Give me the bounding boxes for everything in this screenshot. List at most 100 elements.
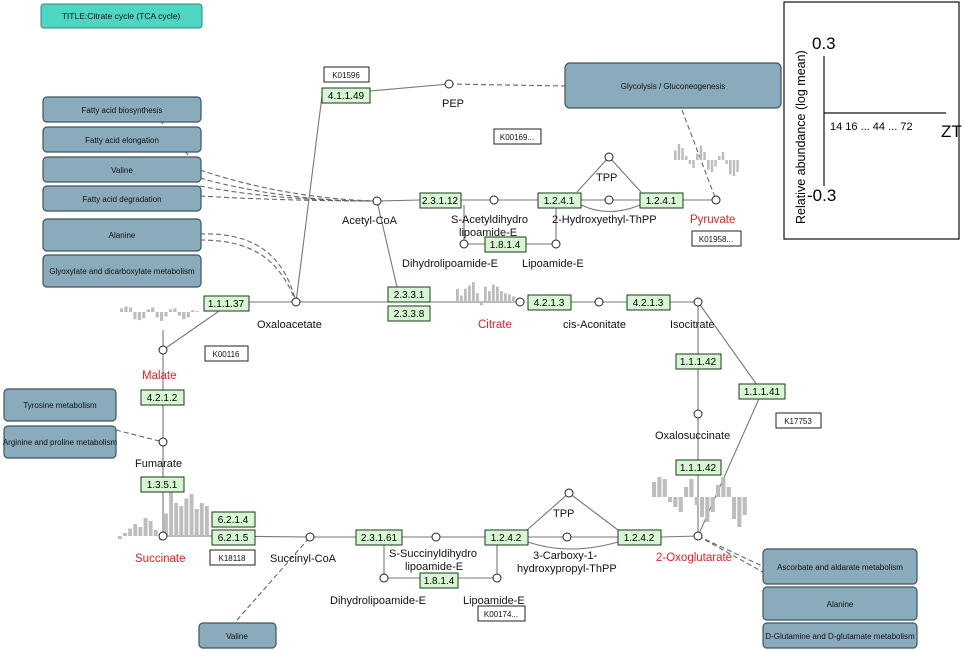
abundance-chart-oxoglutarate bbox=[652, 477, 747, 527]
ortholog-k00174[interactable]: K00174... bbox=[477, 605, 526, 622]
enzyme-1-1-1-42-a[interactable]: 1.1.1.42 bbox=[675, 353, 722, 370]
compound-node-pep[interactable] bbox=[444, 79, 454, 89]
ortholog-label: K00169... bbox=[500, 133, 534, 142]
enzyme-label: 1.2.4.2 bbox=[624, 533, 655, 544]
pathway-glycolysis[interactable]: Glycolysis / Gluconeogenesis bbox=[564, 62, 782, 109]
compound-node-succinyl-coa[interactable] bbox=[305, 532, 315, 542]
ortholog-k00169[interactable]: K00169... bbox=[493, 128, 542, 145]
enzyme-2-3-1-61[interactable]: 2.3.1.61 bbox=[355, 529, 403, 546]
compound-node-s-acetyl[interactable] bbox=[489, 195, 499, 205]
abundance-bar bbox=[492, 284, 495, 302]
enzyme-4-2-1-3-b[interactable]: 4.2.1.3 bbox=[626, 294, 671, 311]
compound-node-oxoglutarate[interactable] bbox=[693, 531, 703, 541]
compound-node-citrate[interactable] bbox=[515, 297, 525, 307]
enzyme-4-1-1-49[interactable]: 4.1.1.49 bbox=[321, 87, 371, 104]
abundance-bar bbox=[736, 160, 739, 172]
ortholog-k01596[interactable]: K01596 bbox=[323, 66, 370, 83]
abundance-bar bbox=[512, 296, 515, 302]
enzyme-1-1-1-37[interactable]: 1.1.1.37 bbox=[203, 295, 250, 312]
compound-node-pyruvate[interactable] bbox=[711, 195, 721, 205]
compound-node-lipo-bottom[interactable] bbox=[492, 573, 502, 583]
enzyme-1-3-5-1[interactable]: 1.3.5.1 bbox=[140, 476, 185, 493]
enzyme-label: 1.8.1.4 bbox=[424, 576, 455, 587]
enzyme-label: 6.2.1.5 bbox=[218, 533, 249, 544]
enzyme-6-2-1-4[interactable]: 6.2.1.4 bbox=[211, 511, 256, 528]
ortholog-label: K01958... bbox=[699, 235, 733, 244]
abundance-bar bbox=[721, 152, 725, 160]
abundance-bar bbox=[668, 497, 673, 502]
compound-node-tpp-bottom[interactable] bbox=[564, 488, 574, 498]
enzyme-1-8-1-4-top[interactable]: 1.8.1.4 bbox=[484, 236, 527, 253]
compound-node-carboxy[interactable] bbox=[562, 532, 572, 542]
abundance-bar bbox=[124, 306, 128, 312]
abundance-bar bbox=[692, 160, 695, 168]
legend-x-ticks: 14 16 ... 44 ... 72 bbox=[830, 121, 913, 133]
pathway-label: Arginine and proline metabolism bbox=[3, 438, 118, 447]
pathway-tyrosine[interactable]: Tyrosine metabolism bbox=[3, 388, 117, 422]
pathway-fatty-acid-degradation[interactable]: Fatty acid degradation bbox=[42, 185, 202, 212]
pathway-glutamine[interactable]: D-Glutamine and D-glutamate metabolism bbox=[762, 622, 918, 649]
pathway-arginine[interactable]: Arginine and proline metabolism bbox=[3, 425, 118, 459]
enzyme-label: 1.2.4.2 bbox=[491, 533, 522, 544]
pathway-valine-bottom[interactable]: Valine bbox=[198, 622, 277, 649]
enzyme-1-1-1-41[interactable]: 1.1.1.41 bbox=[738, 383, 786, 400]
legend: Relative abundance (log mean) 0.3 -0.3 1… bbox=[783, 1, 962, 240]
enzyme-2-3-3-1[interactable]: 2.3.3.1 bbox=[387, 286, 431, 303]
compound-node-fumarate[interactable] bbox=[158, 437, 168, 447]
compound-node-malate[interactable] bbox=[158, 345, 168, 355]
compound-label-fumarate: Fumarate bbox=[135, 458, 182, 470]
compound-node-lipo-top[interactable] bbox=[551, 239, 561, 249]
enzyme-4-2-1-2[interactable]: 4.2.1.2 bbox=[140, 389, 185, 406]
compound-node-dihydro-bottom[interactable] bbox=[379, 573, 389, 583]
compound-node-hydroxyethyl[interactable] bbox=[604, 195, 614, 205]
abundance-bar bbox=[662, 479, 667, 497]
compound-node-dihydro-top[interactable] bbox=[459, 239, 469, 249]
compound-node-succinate[interactable] bbox=[158, 531, 168, 541]
compound-node-s-succinyl[interactable] bbox=[431, 532, 441, 542]
pathway-alanine-top[interactable]: Alanine bbox=[42, 218, 202, 252]
enzyme-4-2-1-3-a[interactable]: 4.2.1.3 bbox=[527, 294, 572, 311]
compound-node-tpp-top[interactable] bbox=[604, 152, 614, 162]
abundance-bar bbox=[164, 513, 168, 536]
enzyme-1-2-4-1-b[interactable]: 1.2.4.1 bbox=[639, 192, 684, 209]
enzyme-1-2-4-1-a[interactable]: 1.2.4.1 bbox=[537, 192, 582, 209]
pathway-fatty-acid-elongation[interactable]: Fatty acid elongation bbox=[42, 126, 202, 153]
compound-label-cis-aconitate: cis-Aconitate bbox=[563, 319, 626, 331]
enzyme-1-2-4-2-b[interactable]: 1.2.4.2 bbox=[617, 529, 662, 546]
ortholog-k00116[interactable]: K00116 bbox=[204, 345, 249, 362]
ortholog-k18118[interactable]: K18118 bbox=[209, 549, 256, 566]
ortholog-k17753[interactable]: K17753 bbox=[775, 412, 822, 429]
enzyme-1-1-1-42-b[interactable]: 1.1.1.42 bbox=[675, 459, 722, 476]
abundance-bar bbox=[729, 160, 732, 175]
enzyme-2-3-1-12[interactable]: 2.3.1.12 bbox=[419, 192, 462, 209]
enzyme-1-8-1-4-bottom[interactable]: 1.8.1.4 bbox=[419, 572, 459, 589]
abundance-bar bbox=[721, 477, 726, 497]
abundance-bar bbox=[472, 282, 475, 302]
pathway-alanine-bottom[interactable]: Alanine bbox=[762, 586, 918, 621]
pathway-fatty-acid-biosynthesis[interactable]: Fatty acid biosynthesis bbox=[42, 96, 202, 123]
pathway-label: Fatty acid degradation bbox=[82, 195, 161, 204]
abundance-bar bbox=[677, 144, 681, 160]
pathway-label: Ascorbate and aldarate metabolism bbox=[777, 563, 903, 572]
enzyme-1-2-4-2-a[interactable]: 1.2.4.2 bbox=[484, 529, 529, 546]
enzyme-6-2-1-5[interactable]: 6.2.1.5 bbox=[211, 529, 256, 546]
compound-node-cis-aconitate[interactable] bbox=[594, 297, 604, 307]
enzyme-label: 4.2.1.3 bbox=[633, 298, 664, 309]
abundance-bar bbox=[179, 506, 184, 536]
compound-node-acetyl-coa[interactable] bbox=[372, 196, 382, 206]
compound-label-s-succinyl-2: lipoamide-E bbox=[405, 561, 463, 573]
pathway-valine-top[interactable]: Valine bbox=[42, 156, 202, 183]
abundance-bar bbox=[173, 308, 177, 312]
enzyme-boxes: 4.1.1.49 2.3.1.12 1.2.4.1 1.2.4.1 1.8.1.… bbox=[140, 87, 786, 589]
enzyme-2-3-3-8[interactable]: 2.3.3.8 bbox=[387, 305, 431, 322]
compound-label-citrate: Citrate bbox=[478, 319, 512, 331]
abundance-bar bbox=[488, 291, 491, 302]
pathway-ascorbate[interactable]: Ascorbate and aldarate metabolism bbox=[762, 548, 918, 585]
abundance-bar bbox=[710, 497, 715, 512]
ortholog-k01958[interactable]: K01958... bbox=[691, 230, 742, 247]
ortholog-label: K00116 bbox=[213, 350, 241, 359]
pathway-glyoxylate[interactable]: Glyoxylate and dicarboxylate metabolism bbox=[42, 254, 202, 288]
compound-node-isocitrate[interactable] bbox=[693, 297, 703, 307]
compound-node-oxaloacetate[interactable] bbox=[291, 297, 301, 307]
compound-node-oxalosuccinate[interactable] bbox=[693, 409, 703, 419]
